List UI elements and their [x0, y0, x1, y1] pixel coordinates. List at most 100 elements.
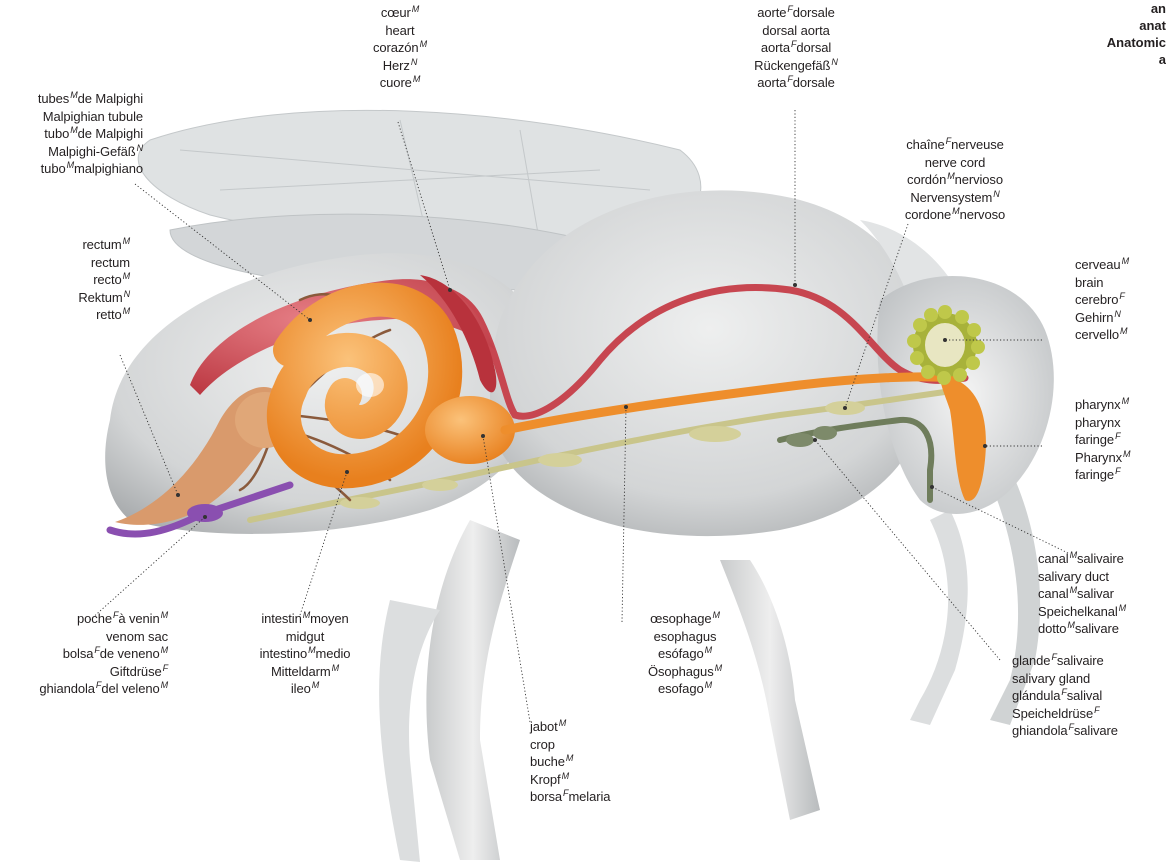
- title-line: a: [1107, 51, 1166, 68]
- term-word: poche: [77, 611, 112, 626]
- gender-marker: F: [563, 788, 568, 798]
- gender-marker: M: [70, 90, 77, 100]
- term-word: intestino: [260, 646, 308, 661]
- esophagus-term: esofagoM: [630, 680, 740, 698]
- title-line: an: [1107, 0, 1166, 17]
- salivary-duct-term: canalMsalivar: [1038, 585, 1166, 603]
- midgut-term: intestinoMmedio: [240, 645, 370, 663]
- gender-marker: F: [94, 645, 99, 655]
- venom-sac-term: bolsaFde venenoM: [0, 645, 168, 663]
- term-word: recto: [93, 272, 121, 287]
- salivary-gland-term: ghiandolaFsalivare: [1012, 722, 1152, 740]
- term-word: pharynx: [1075, 415, 1121, 430]
- term-word: cerebro: [1075, 292, 1118, 307]
- gender-marker: M: [67, 160, 74, 170]
- gender-marker: M: [559, 718, 566, 728]
- brain-inner: [925, 323, 965, 367]
- midgut-term: ileoM: [240, 680, 370, 698]
- gender-marker: M: [1070, 585, 1077, 595]
- salivary-gland-term: glandeFsalivaire: [1012, 652, 1152, 670]
- midgut-lumen: [356, 373, 384, 397]
- rectum-term: rectoM: [30, 271, 130, 289]
- nerve-cord-term: chaîneFnerveuse: [880, 136, 1030, 154]
- dorsal-aorta-term: aortaFdorsal: [726, 39, 866, 57]
- gender-marker: M: [412, 4, 419, 14]
- term-word: rectum: [82, 237, 121, 252]
- pharynx-term: pharynxM: [1075, 396, 1165, 414]
- crop-term: borsaFmelaria: [530, 788, 640, 806]
- term-word: bolsa: [63, 646, 94, 661]
- term-word: Speichelkanal: [1038, 604, 1118, 619]
- term-suffix: melaria: [568, 789, 610, 804]
- heart-term: HerzN: [348, 57, 452, 75]
- gender-marker: M: [420, 39, 427, 49]
- term-suffix: de Malpighi: [78, 126, 143, 141]
- venom-sac-term: pocheFà veninM: [0, 610, 168, 628]
- term-word: intestin: [261, 611, 301, 626]
- term-word: pharynx: [1075, 397, 1121, 412]
- term-suffix: nervioso: [955, 172, 1003, 187]
- gender-marker: M: [705, 680, 712, 690]
- term-suffix: à venin: [118, 611, 159, 626]
- term-suffix: nerveuse: [951, 137, 1004, 152]
- term-word: tubes: [38, 91, 69, 106]
- gender-marker: F: [1069, 722, 1074, 732]
- label-brain: cerveauMbraincerebroFGehirnNcervelloM: [1075, 256, 1165, 344]
- nerve-cord-term: cordoneMnervoso: [880, 206, 1030, 224]
- term-word: Nervensystem: [910, 190, 992, 205]
- gender-marker: M: [1122, 396, 1129, 406]
- crop-term: crop: [530, 736, 640, 754]
- esophagus-term: esophagus: [630, 628, 740, 646]
- brain-term: cervelloM: [1075, 326, 1165, 344]
- term-word: salivary duct: [1038, 569, 1109, 584]
- gender-marker: M: [1067, 620, 1074, 630]
- term-word: glándula: [1012, 688, 1060, 703]
- term-suffix: salivaire: [1077, 551, 1124, 566]
- gender-marker: M: [332, 663, 339, 673]
- term-word: rectum: [91, 255, 130, 270]
- salivary-gland-lobe: [786, 433, 814, 447]
- rectum-term: rectumM: [30, 236, 130, 254]
- term-word: nerve cord: [925, 155, 985, 170]
- gender-marker: M: [161, 645, 168, 655]
- term-word: Pharynx: [1075, 450, 1122, 465]
- malpighian-tubule-term: Malpighian tubule: [0, 108, 143, 126]
- nerve-ganglion: [422, 479, 458, 491]
- term-word: ileo: [291, 681, 311, 696]
- gender-marker: F: [96, 680, 101, 690]
- midgut-term: MitteldarmM: [240, 663, 370, 681]
- midgut-term: midgut: [240, 628, 370, 646]
- midgut-term: intestinMmoyen: [240, 610, 370, 628]
- brain-term: GehirnN: [1075, 309, 1165, 327]
- term-word: brain: [1075, 275, 1103, 290]
- term-word: canal: [1038, 551, 1069, 566]
- term-word: esophagus: [654, 629, 717, 644]
- label-salivary-gland: glandeFsalivairesalivary glandglándulaFs…: [1012, 652, 1152, 740]
- dorsal-aorta-term: aorteFdorsale: [726, 4, 866, 22]
- term-word: esófago: [658, 646, 704, 661]
- term-word: venom sac: [106, 629, 168, 644]
- term-word: glande: [1012, 653, 1050, 668]
- dorsal-aorta-term: dorsal aorta: [726, 22, 866, 40]
- gender-marker: F: [787, 74, 792, 84]
- term-word: Gehirn: [1075, 310, 1113, 325]
- gender-marker: M: [123, 236, 130, 246]
- pharynx-term: faringeF: [1075, 466, 1165, 484]
- salivary-duct-term: canalMsalivaire: [1038, 550, 1166, 568]
- heart-term: heart: [348, 22, 452, 40]
- gender-marker: N: [1114, 309, 1120, 319]
- salivary-gland-term: salivary gland: [1012, 670, 1152, 688]
- gender-marker: M: [562, 771, 569, 781]
- gender-marker: M: [303, 610, 310, 620]
- rectum-term: rectum: [30, 254, 130, 272]
- nerve-cord-term: cordónMnervioso: [880, 171, 1030, 189]
- term-word: dorsal aorta: [762, 23, 829, 38]
- gender-marker: M: [566, 753, 573, 763]
- term-word: jabot: [530, 719, 558, 734]
- term-word: corazón: [373, 40, 419, 55]
